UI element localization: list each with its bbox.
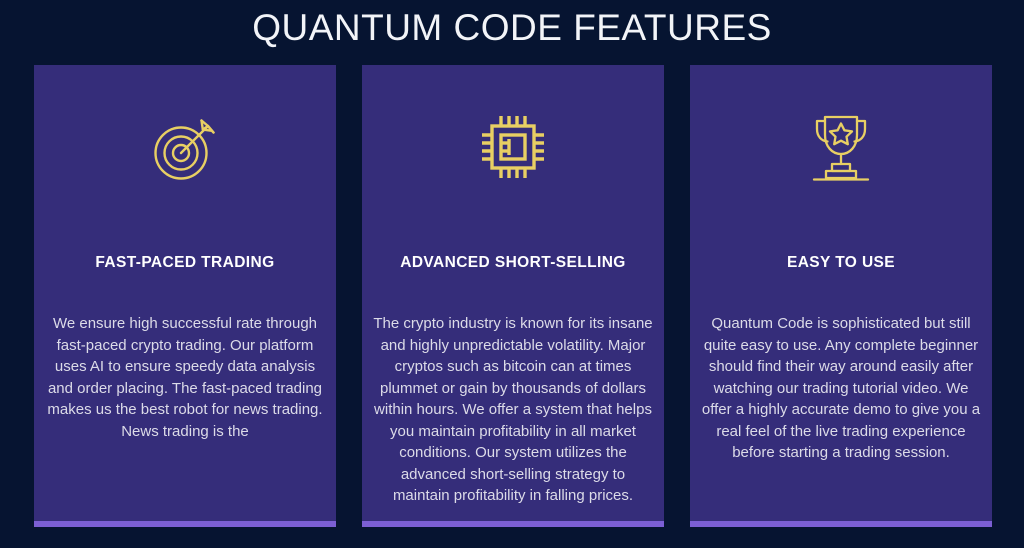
card-accent-bar <box>362 521 664 527</box>
feature-card-fast-paced-trading[interactable]: FAST-PACED TRADING We ensure high succes… <box>34 65 336 527</box>
feature-card-body: Quantum Code is sophisticated but still … <box>701 315 981 461</box>
target-arrow-icon <box>146 93 224 201</box>
feature-card-title: EASY TO USE <box>786 254 896 271</box>
feature-card-advanced-short-selling[interactable]: ADVANCED SHORT-SELLING The crypto indust… <box>362 65 664 527</box>
feature-card-list: FAST-PACED TRADING We ensure high succes… <box>34 65 992 527</box>
card-accent-bar <box>690 521 992 527</box>
feature-card-title: FAST-PACED TRADING <box>95 254 275 271</box>
trophy-icon <box>805 93 877 201</box>
card-accent-bar <box>34 521 336 527</box>
page-title: QUANTUM CODE FEATURES <box>252 7 772 48</box>
feature-card-easy-to-use[interactable]: EASY TO USE Quantum Code is sophisticate… <box>690 65 992 527</box>
microchip-icon <box>476 93 550 201</box>
feature-card-title: ADVANCED SHORT-SELLING <box>400 254 626 271</box>
feature-card-body: The crypto industry is known for its ins… <box>373 315 653 504</box>
feature-card-body: We ensure high successful rate through f… <box>47 315 323 440</box>
